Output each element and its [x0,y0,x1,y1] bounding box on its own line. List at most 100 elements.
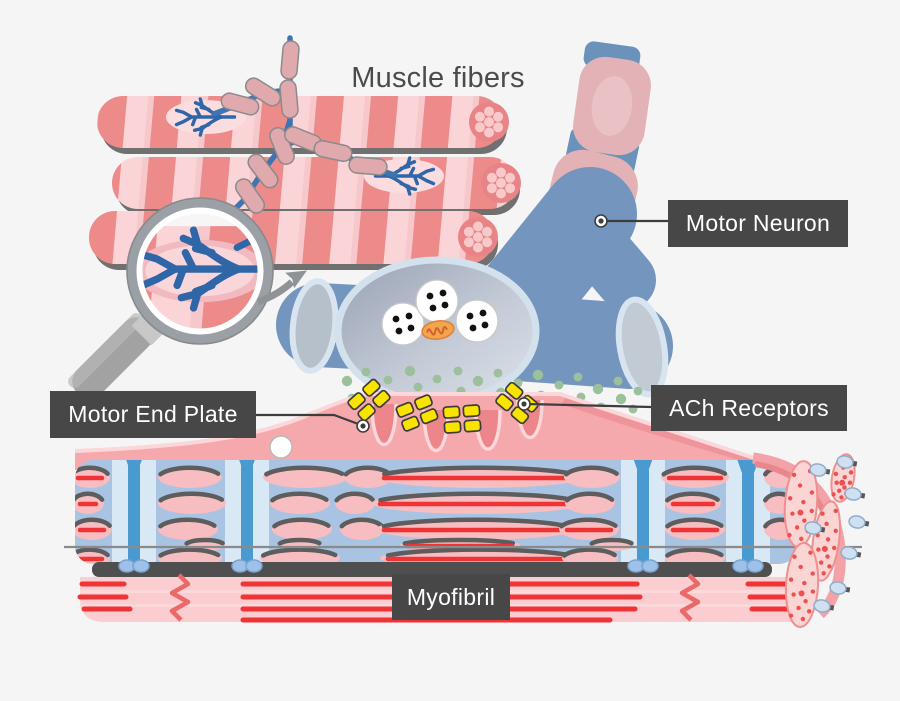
myofibril-oval [270,491,330,514]
speckle-big [798,590,805,597]
speckle [833,508,838,514]
label-text: Motor End Plate [68,401,237,427]
myofibril-oval [343,465,392,488]
speckle-big [839,479,846,486]
oval-body [158,518,218,540]
vesicle-dot [481,321,489,329]
oval-shadow [385,547,571,558]
oval-body [158,492,226,514]
fiber-myofibril-dot [505,183,516,194]
myofibril-oval [263,465,347,488]
speckle [825,554,830,559]
diagram-title: Muscle fibers [351,62,524,94]
myofibril-oval [664,491,721,514]
magnifier-outer-ring [127,198,273,344]
myofibril-oval [376,517,576,540]
oval-body [263,466,347,488]
speckle [842,474,847,480]
speckle [798,564,803,570]
fiber-myofibril-dot [496,167,506,178]
speckle [833,528,838,534]
vesicle-dot [395,327,403,335]
mitochondrion-icon [421,320,455,340]
speckle [787,496,793,501]
myelin-capsule [347,155,389,177]
speckle [796,605,801,611]
cutaway-interior [75,460,797,564]
ach-molecule [453,366,463,376]
vesicle-dot [466,312,474,320]
cap-face [829,581,847,595]
ach-molecule [404,365,416,377]
ttubule-caps [118,559,764,573]
ach-receptors-leader [527,402,652,409]
t-tubules [122,460,760,564]
t-tubule [742,474,754,564]
oval-shadow [260,547,338,558]
oval-shadow [270,491,329,503]
speckle [800,616,806,622]
ach-molecule [493,368,503,378]
magnifying-glass [68,197,274,399]
fiber-myofibril-dot [482,226,493,237]
label-myofibril: Myofibril [392,574,510,620]
myofibril-oval [75,517,112,540]
fiber-myofibril-dot [493,122,504,133]
magnifier-collar-body [131,308,169,346]
vesicle-dot [439,289,447,297]
cap-face [809,463,827,477]
fiber-myofibril-dot [493,111,504,122]
fiber-body [112,157,516,209]
cap-face [840,546,858,560]
vesicle-body [455,299,499,343]
t-tubule-cap [132,559,150,573]
ach-molecule [472,375,484,387]
ach-molecule [341,375,353,387]
speckle [825,537,831,542]
fiber-myofibril-dot [486,183,497,194]
myofibril-oval [376,465,584,488]
cap-face [804,521,822,535]
ach-molecule [573,372,583,382]
oval-shadow [564,491,615,503]
oval-shadow [184,537,225,546]
label-text: Motor Neuron [686,210,830,236]
label-box [50,391,256,438]
ach-molecule [532,369,544,381]
cylinder-cap [813,599,835,613]
t-tubule-funnel [235,460,259,468]
myofibril-oval [339,517,384,540]
fiber-myofibril-dot [496,188,506,199]
myelin-capsule [278,78,300,120]
ach-molecule [413,382,423,392]
zoom-arrow-shaft [256,279,295,306]
fiber-myofibril-dot [463,237,474,248]
speckle [820,511,825,516]
myofibril-oval [75,465,110,488]
ach-molecule [554,380,564,390]
ach-molecule [633,386,643,396]
vesicle-on-membrane [269,435,293,459]
oval-body [340,518,384,540]
speckle [792,554,797,559]
magnifier-handle-sheen [68,313,144,389]
speckle [810,571,815,576]
speckle [842,485,847,490]
ach-molecule [615,393,627,405]
oval-shadow [665,517,724,529]
speckle [821,571,826,576]
cap-face [844,487,862,501]
speckle [839,495,844,500]
label-ach-receptors: ACh Receptors [651,385,847,431]
vesicle-dot [405,312,413,320]
speckle [791,592,796,597]
cylinder-end-caps [804,455,870,613]
fiber-myofibril-dot [484,117,494,127]
myofibril-oval [75,491,105,514]
myofibril-oval [665,517,725,540]
myofibril-oval [372,491,584,514]
myelin-segment-1 [573,56,651,156]
fiber-myofibril-dot [463,226,474,237]
